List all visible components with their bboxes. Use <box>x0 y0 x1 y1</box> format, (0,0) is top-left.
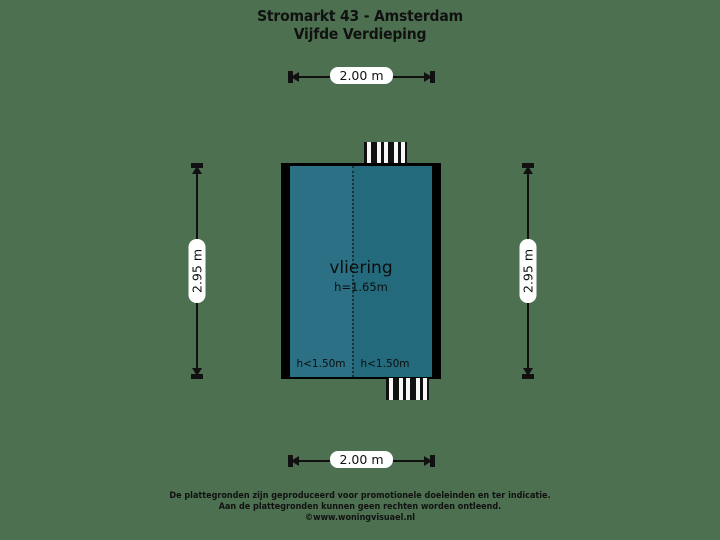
room-name-label: vliering <box>329 258 393 278</box>
window-pane <box>401 142 405 164</box>
window-pane <box>416 378 420 400</box>
arrow-left-icon <box>291 72 299 82</box>
dimension-left: 2.95 m <box>188 163 206 379</box>
disclaimer-footer: De plattegronden zijn geproduceerd voor … <box>0 491 720 524</box>
arrow-right-icon <box>424 72 432 82</box>
dimension-right-label: 2.95 m <box>519 239 537 303</box>
window-pane <box>384 142 388 164</box>
dimension-top-cap-left <box>288 71 293 83</box>
dimension-right-cap-bottom <box>522 374 534 379</box>
arrow-right-icon <box>424 456 432 466</box>
dimension-right-cap-top <box>522 163 534 168</box>
dimension-left-label: 2.95 m <box>188 239 206 303</box>
window-pane <box>399 378 403 400</box>
arrow-up-icon <box>523 166 533 174</box>
window-bottom <box>386 378 429 400</box>
arrow-down-icon <box>192 368 202 376</box>
arrow-down-icon <box>523 368 533 376</box>
room-floor-area: vliering h=1.65m h<1.50m h<1.50m <box>290 166 432 377</box>
arrow-left-icon <box>291 456 299 466</box>
window-pane <box>423 378 427 400</box>
dimension-top: 2.00 m <box>288 67 435 86</box>
window-pane <box>394 142 398 164</box>
dimension-bottom-label: 2.00 m <box>329 451 394 468</box>
dimension-top-label: 2.00 m <box>329 67 394 84</box>
footer-line-2: Aan de plattegronden kunnen geen rechten… <box>218 501 502 512</box>
page-title: Stromarkt 43 - Amsterdam Vijfde Verdiepi… <box>0 7 720 43</box>
room-height-label: h=1.65m <box>334 280 388 294</box>
wall-left <box>281 163 290 379</box>
window-pane <box>367 142 371 164</box>
room-zone-left <box>290 166 352 377</box>
footer-line-credit: ©www.woningvisuael.nl <box>305 512 415 523</box>
footer-line-1: De plattegronden zijn geproduceerd voor … <box>169 491 551 501</box>
title-line-floor: Vijfde Verdieping <box>293 24 427 43</box>
window-top <box>364 142 407 164</box>
dimension-left-cap-top <box>191 163 203 168</box>
dimension-left-cap-bottom <box>191 374 203 379</box>
wall-bottom <box>281 375 441 379</box>
window-pane <box>377 142 381 164</box>
window-pane <box>406 378 410 400</box>
room-vliering: vliering h=1.65m h<1.50m h<1.50m <box>281 163 441 379</box>
arrow-up-icon <box>192 166 202 174</box>
window-pane <box>389 378 393 400</box>
wall-right <box>432 163 441 379</box>
wall-top <box>281 163 441 167</box>
zone-left-height-label: h<1.50m <box>296 358 346 370</box>
dimension-top-cap-right <box>430 71 435 83</box>
title-line-address: Stromarkt 43 - Amsterdam <box>257 7 463 25</box>
dimension-right: 2.95 m <box>519 163 537 379</box>
dimension-bottom-cap-right <box>430 455 435 467</box>
dimension-bottom: 2.00 m <box>288 451 435 470</box>
zone-divider-dotted-line <box>352 166 354 377</box>
zone-right-height-label: h<1.50m <box>360 358 410 370</box>
dimension-bottom-cap-left <box>288 455 293 467</box>
